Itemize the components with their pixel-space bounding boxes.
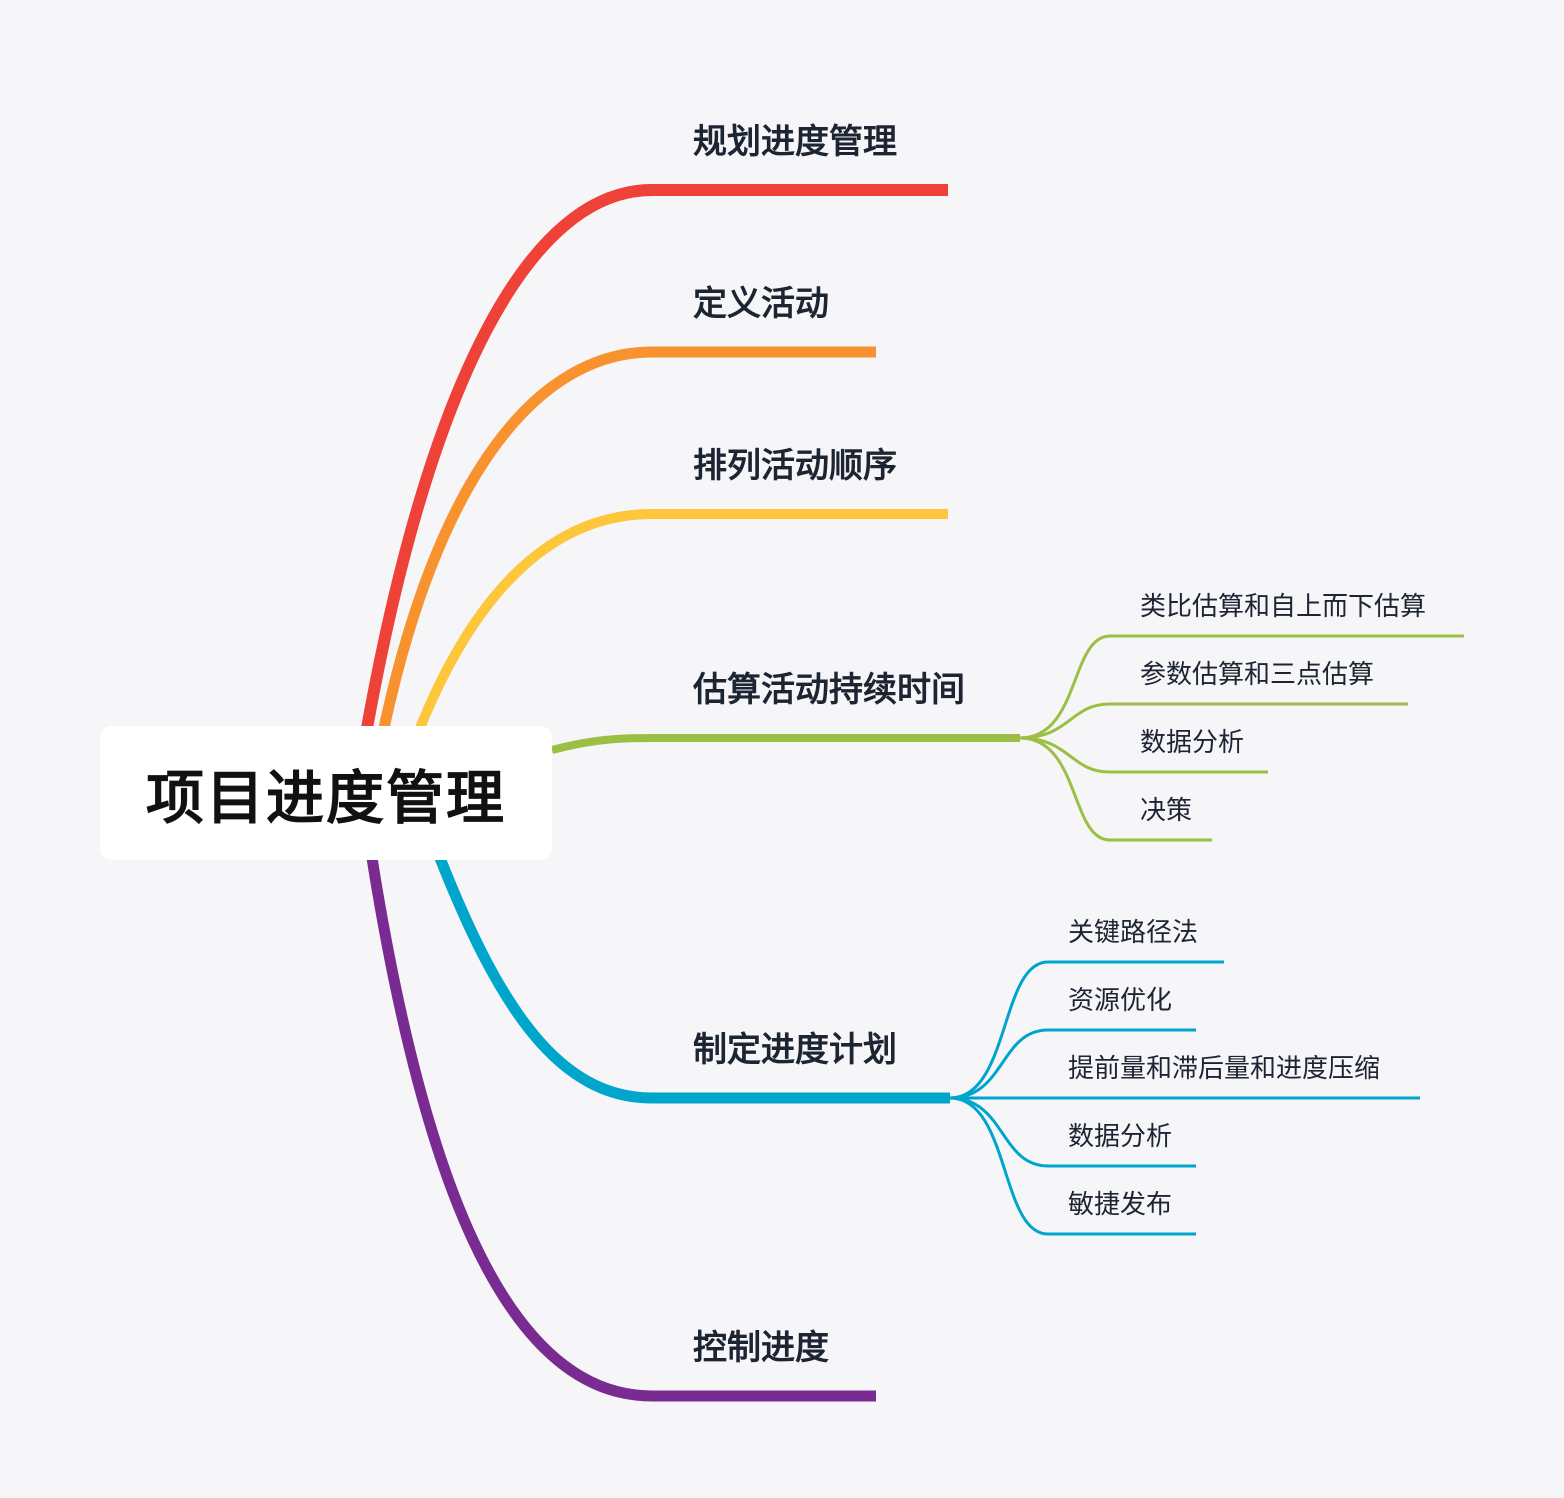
- subtopic-data-analysis[interactable]: 数据分析: [1068, 1122, 1173, 1152]
- branch-line-4: [434, 855, 950, 1104]
- subtopic-data-analysis[interactable]: 数据分析: [1140, 728, 1245, 758]
- subtopic-parametric-estimating[interactable]: 参数估算和三点估算: [1140, 660, 1375, 690]
- sub-line-4-0: [949, 960, 1224, 1100]
- topic-estimate-durations[interactable]: 估算活动持续时间: [693, 670, 965, 710]
- subtopic-analogous-estimating[interactable]: 类比估算和自上而下估算: [1140, 592, 1427, 622]
- root-node[interactable]: 项目进度管理: [100, 726, 552, 860]
- subtopic-resource-optimization[interactable]: 资源优化: [1068, 986, 1173, 1016]
- sub-line-3-1: [1019, 702, 1408, 740]
- sub-line-4-3: [949, 1096, 1196, 1168]
- topic-define-activities[interactable]: 定义活动: [693, 284, 829, 324]
- sub-line-3-0: [1019, 634, 1464, 740]
- sub-line-3-3: [1019, 736, 1212, 842]
- sub-line-4-4: [949, 1096, 1196, 1236]
- sub-line-4-1: [949, 1028, 1196, 1100]
- topic-develop-schedule[interactable]: 制定进度计划: [693, 1030, 897, 1070]
- root-label: 项目进度管理: [145, 764, 506, 832]
- topic-sequence-activities[interactable]: 排列活动顺序: [693, 446, 897, 486]
- subtopic-agile-release[interactable]: 敏捷发布: [1068, 1190, 1173, 1220]
- branch-line-2: [415, 509, 948, 730]
- subtopic-critical-path[interactable]: 关键路径法: [1068, 918, 1199, 948]
- branch-line-3: [550, 734, 1020, 754]
- topic-control-schedule[interactable]: 控制进度: [693, 1328, 829, 1368]
- subtopic-decision[interactable]: 决策: [1140, 796, 1193, 826]
- topic-plan-schedule[interactable]: 规划进度管理: [693, 122, 897, 162]
- branch-line-0: [361, 184, 948, 730]
- subtopic-leads-lags-compression[interactable]: 提前量和滞后量和进度压缩: [1068, 1054, 1381, 1084]
- branch-line-1: [378, 346, 876, 730]
- branch-line-5: [366, 857, 876, 1402]
